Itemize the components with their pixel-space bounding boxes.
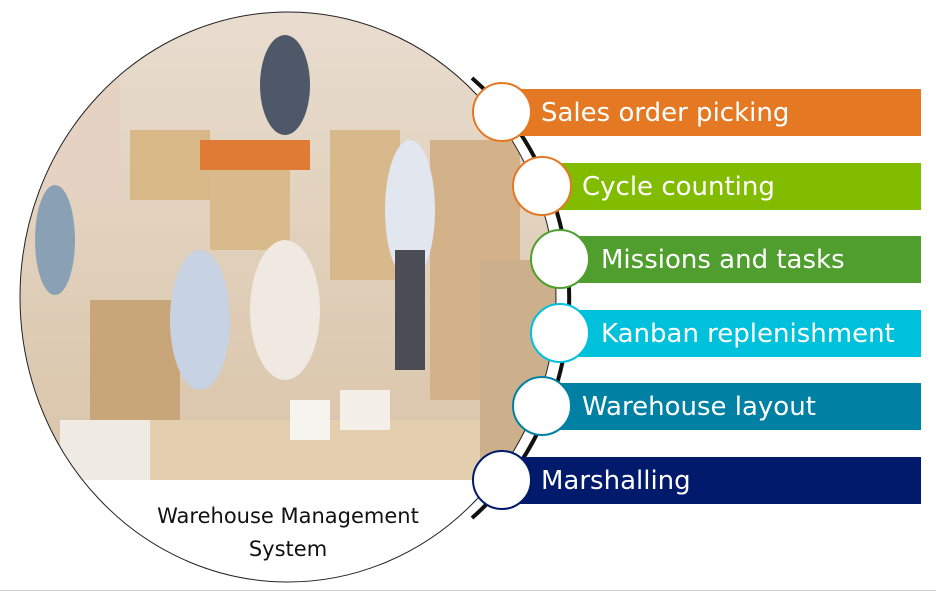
item-label: Missions and tasks bbox=[601, 244, 845, 275]
center-caption: Warehouse Management System bbox=[138, 500, 438, 566]
item-label: Warehouse layout bbox=[582, 391, 816, 422]
caption-line-1: Warehouse Management bbox=[157, 504, 419, 528]
node-circle bbox=[472, 450, 532, 510]
node-circle bbox=[472, 82, 532, 142]
item-marshalling: Marshalling bbox=[500, 457, 921, 504]
item-label: Sales order picking bbox=[541, 97, 790, 128]
bottom-divider bbox=[0, 590, 936, 591]
node-circle bbox=[530, 229, 590, 289]
item-warehouse-layout: Warehouse layout bbox=[540, 383, 921, 430]
center-circle-outline bbox=[19, 11, 557, 583]
node-circle bbox=[512, 156, 572, 216]
node-circle bbox=[530, 303, 590, 363]
item-kanban-replenishment: Kanban replenishment bbox=[560, 310, 921, 357]
item-label: Cycle counting bbox=[582, 171, 775, 202]
item-label: Kanban replenishment bbox=[601, 318, 895, 349]
item-label: Marshalling bbox=[541, 465, 691, 496]
item-cycle-counting: Cycle counting bbox=[540, 163, 921, 210]
caption-line-2: System bbox=[248, 537, 328, 561]
item-missions-and-tasks: Missions and tasks bbox=[560, 236, 921, 283]
node-circle bbox=[512, 376, 572, 436]
item-sales-order-picking: Sales order picking bbox=[500, 89, 921, 136]
